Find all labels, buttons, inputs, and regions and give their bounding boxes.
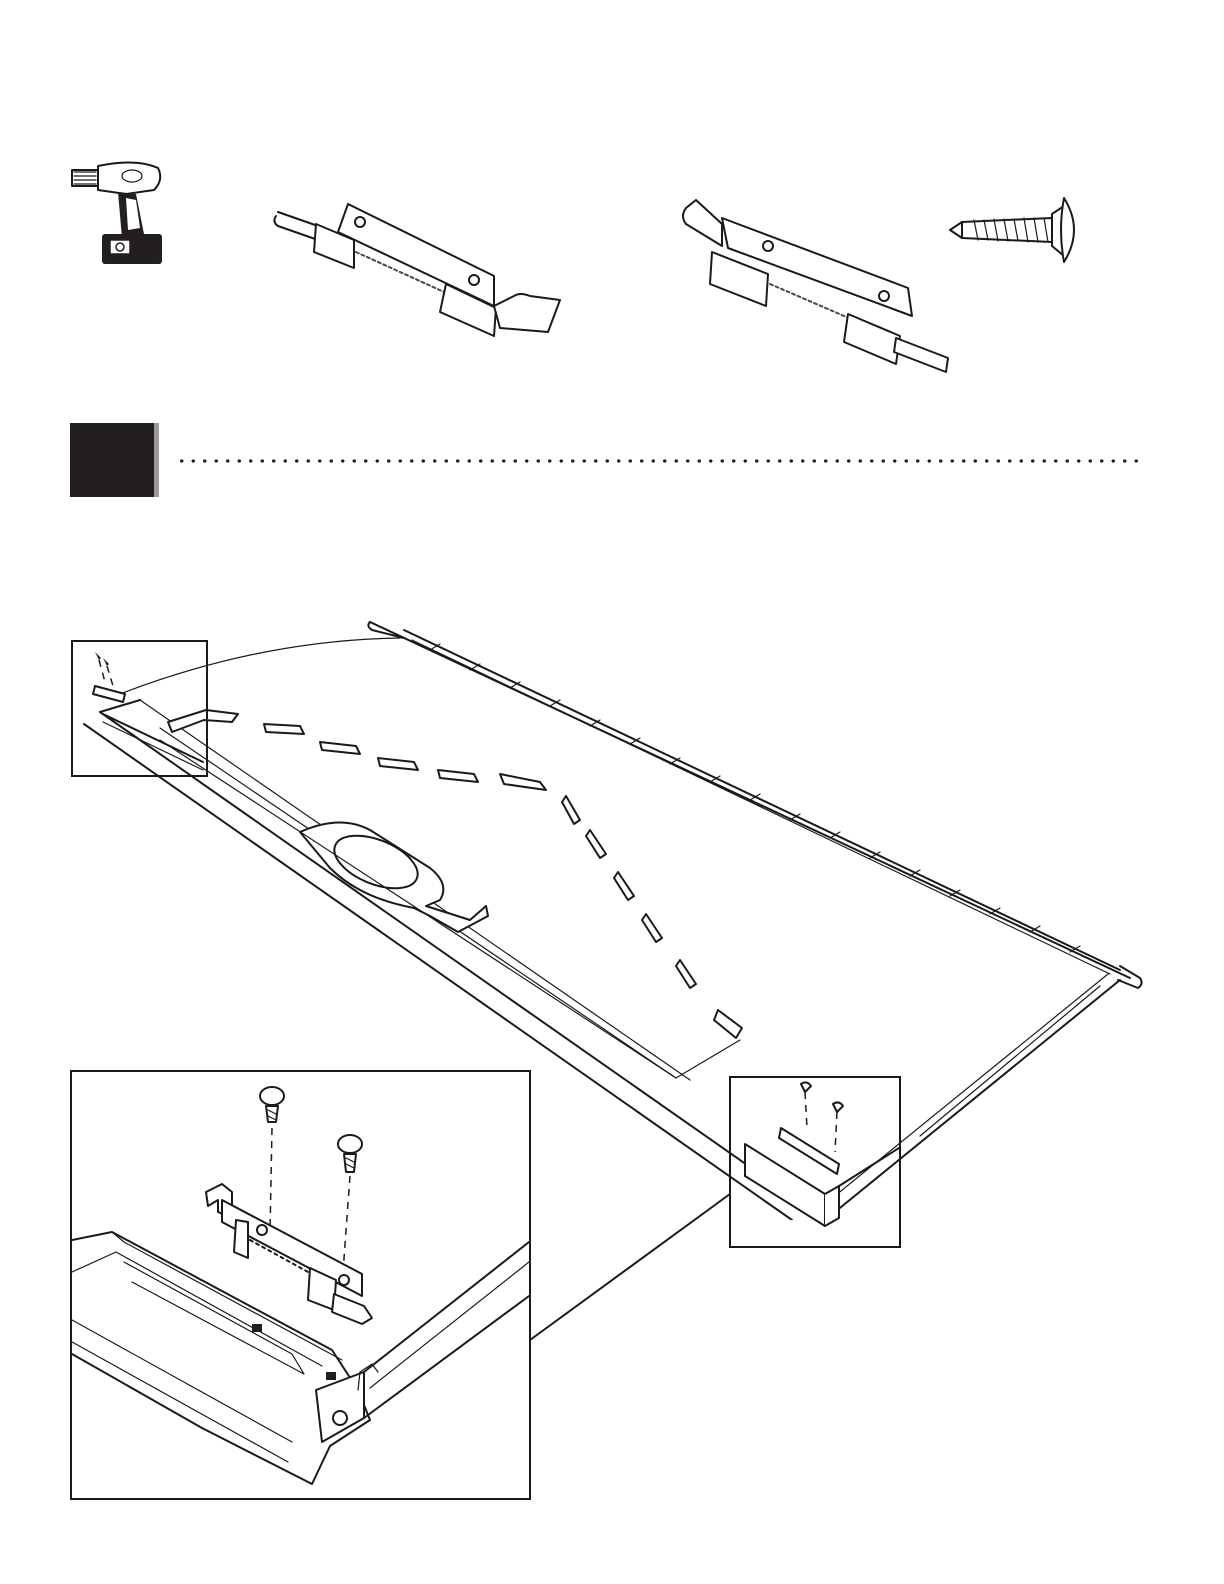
latch-right-icon bbox=[672, 188, 956, 380]
callout-top-left bbox=[71, 640, 208, 777]
detail-zoom bbox=[70, 1070, 531, 1500]
step-dotted-rule bbox=[176, 458, 1144, 464]
callout-bottom-right bbox=[729, 1076, 901, 1248]
latch-left-icon bbox=[268, 196, 568, 342]
cordless-drill-icon bbox=[66, 158, 174, 270]
step-number-badge bbox=[70, 423, 154, 497]
zoom-leader-line bbox=[528, 1190, 738, 1350]
screw-icon bbox=[944, 192, 1088, 268]
